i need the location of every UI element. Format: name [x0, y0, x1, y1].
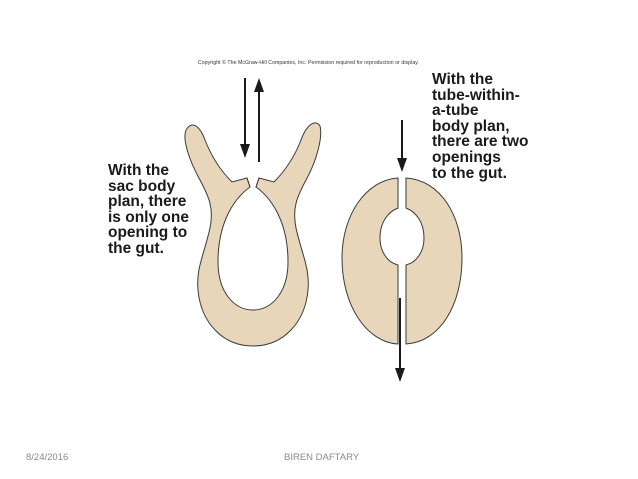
tube-body-left-half: [341, 177, 399, 345]
caption-line: body plan,: [432, 117, 510, 135]
footer-author: BIREN DAFTARY: [284, 452, 360, 463]
caption-line: With the: [432, 71, 493, 88]
caption-line: opening to: [108, 224, 188, 242]
footer-date: 8/24/2016: [26, 452, 69, 463]
caption-line: tube-within-: [432, 86, 520, 104]
caption-line: is only one: [108, 208, 189, 226]
copyright-notice: Copyright © The McGraw-Hill Companies, I…: [198, 60, 419, 66]
caption-line: to the gut.: [432, 164, 507, 182]
sac-body-shape: [184, 122, 322, 347]
caption-line: openings: [432, 148, 501, 166]
sac-arrow-out: [254, 78, 264, 162]
sac-arrow-in: [240, 78, 250, 158]
sac-body-plan-caption: With the sac body plan, there is only on…: [108, 163, 189, 257]
tube-body-plan-caption: With the tube-within- a-tube body plan, …: [432, 72, 528, 181]
caption-line: plan, there: [108, 193, 187, 211]
caption-line: there are two: [432, 133, 529, 151]
caption-line: a-tube: [432, 102, 479, 120]
caption-line: With the: [108, 162, 169, 179]
tube-body-right-half: [405, 177, 463, 345]
tube-arrow-out: [395, 298, 405, 382]
caption-line: sac body: [108, 177, 176, 195]
tube-body-plan-figure: [341, 177, 463, 345]
sac-body-plan-figure: [184, 122, 322, 347]
caption-line: the gut.: [108, 239, 164, 257]
tube-arrow-in: [397, 120, 407, 172]
